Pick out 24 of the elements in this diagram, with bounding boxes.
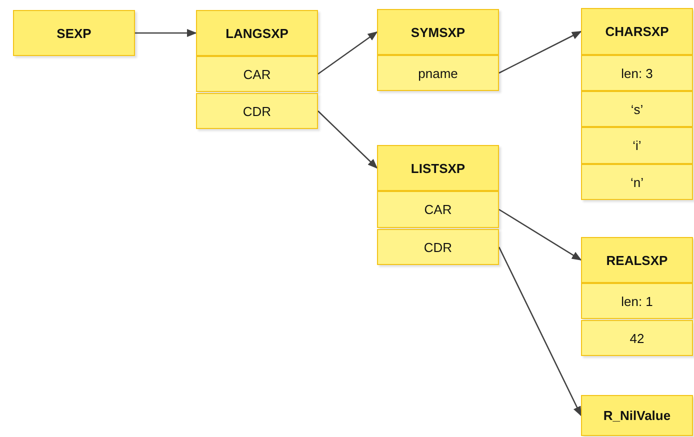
field-box: CDR bbox=[196, 93, 318, 129]
field-box: CDR bbox=[377, 229, 499, 265]
field-box: CAR bbox=[196, 56, 318, 92]
arrow bbox=[135, 29, 197, 37]
field-box: ‘s’ bbox=[581, 91, 693, 127]
field-box: CAR bbox=[377, 191, 499, 228]
field-box: ‘i’ bbox=[581, 127, 693, 164]
field-box: 42 bbox=[581, 320, 693, 356]
arrow bbox=[318, 110, 378, 169]
arrow bbox=[498, 30, 582, 74]
type-header-box: LANGSXP bbox=[196, 10, 318, 56]
field-box: len: 3 bbox=[581, 55, 693, 91]
field-box: len: 1 bbox=[581, 283, 693, 319]
type-header-box: CHARSXP bbox=[581, 8, 693, 55]
type-header-box: R_NilValue bbox=[581, 395, 693, 436]
type-header-box: SYMSXP bbox=[377, 9, 499, 55]
arrow bbox=[318, 31, 378, 75]
field-box: pname bbox=[377, 55, 499, 91]
type-header-box: LISTSXP bbox=[377, 145, 499, 191]
field-box: ‘n’ bbox=[581, 164, 693, 200]
arrow bbox=[498, 208, 582, 261]
type-header-box: REALSXP bbox=[581, 237, 693, 283]
arrow bbox=[498, 246, 582, 416]
type-header-box: SEXP bbox=[13, 10, 135, 56]
